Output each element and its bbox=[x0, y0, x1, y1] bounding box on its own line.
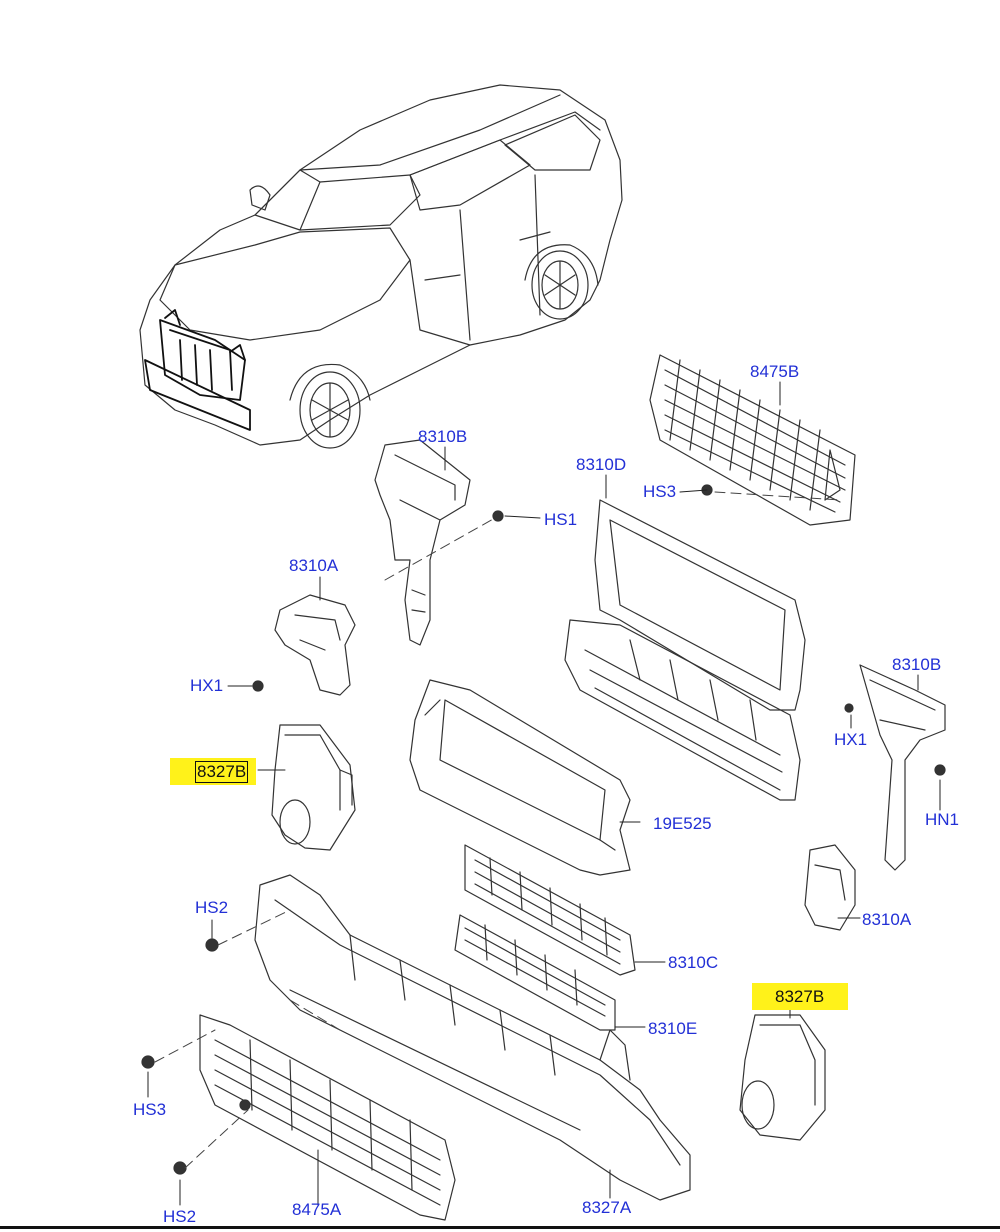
duct-8310a-left bbox=[274, 594, 356, 696]
label-8310b-right[interactable]: 8310B bbox=[892, 655, 942, 674]
bracket-8310b-right bbox=[859, 664, 946, 871]
label-8310a-right[interactable]: 8310A bbox=[862, 910, 912, 929]
grille-panel-8475b bbox=[649, 354, 856, 526]
highlight-8327b-left bbox=[170, 758, 256, 785]
slats-8310c bbox=[464, 844, 636, 976]
bottom-border bbox=[0, 1226, 1000, 1229]
label-8475b[interactable]: 8475B bbox=[750, 362, 800, 381]
duct-8310a-right bbox=[804, 844, 856, 931]
label-8475a[interactable]: 8475A bbox=[292, 1200, 342, 1219]
label-hs1[interactable]: HS1 bbox=[544, 510, 578, 529]
label-8310d[interactable]: 8310D bbox=[576, 455, 627, 474]
highlight-8327b-right bbox=[752, 983, 848, 1010]
label-8310a-left[interactable]: 8310A bbox=[289, 556, 339, 575]
label-19e525[interactable]: 19E525 bbox=[653, 814, 712, 833]
duct-8327b-left bbox=[271, 724, 356, 851]
bracket-8310b-top bbox=[374, 439, 471, 646]
label-hs3-top[interactable]: HS3 bbox=[643, 482, 677, 501]
slats-8310e bbox=[454, 914, 616, 1031]
label-8327b-left[interactable]: 8327B bbox=[195, 761, 249, 783]
frame-19e525 bbox=[409, 679, 631, 876]
label-8310e[interactable]: 8310E bbox=[648, 1019, 698, 1038]
fasteners bbox=[141, 484, 946, 1175]
grille-8475a bbox=[199, 1014, 456, 1221]
label-hx1-right[interactable]: HX1 bbox=[834, 730, 868, 749]
label-8327a[interactable]: 8327A bbox=[582, 1198, 632, 1217]
assembly-lines bbox=[154, 491, 841, 1169]
vehicle-outline bbox=[139, 84, 623, 449]
leader-lines bbox=[147, 381, 941, 1206]
carrier-8327a bbox=[254, 874, 691, 1201]
label-hs2-top[interactable]: HS2 bbox=[195, 898, 229, 917]
shroud-8310d bbox=[564, 499, 806, 801]
label-hx1-left[interactable]: HX1 bbox=[190, 676, 224, 695]
duct-8327b-right bbox=[739, 1014, 826, 1141]
label-hn1[interactable]: HN1 bbox=[925, 810, 960, 829]
label-8327b-right[interactable]: 8327B bbox=[775, 987, 825, 1006]
label-hs2-bottom[interactable]: HS2 bbox=[163, 1207, 197, 1226]
label-8310b-top[interactable]: 8310B bbox=[418, 427, 468, 446]
label-hs3-bottom[interactable]: HS3 bbox=[133, 1100, 167, 1119]
label-8310c[interactable]: 8310C bbox=[668, 953, 719, 972]
